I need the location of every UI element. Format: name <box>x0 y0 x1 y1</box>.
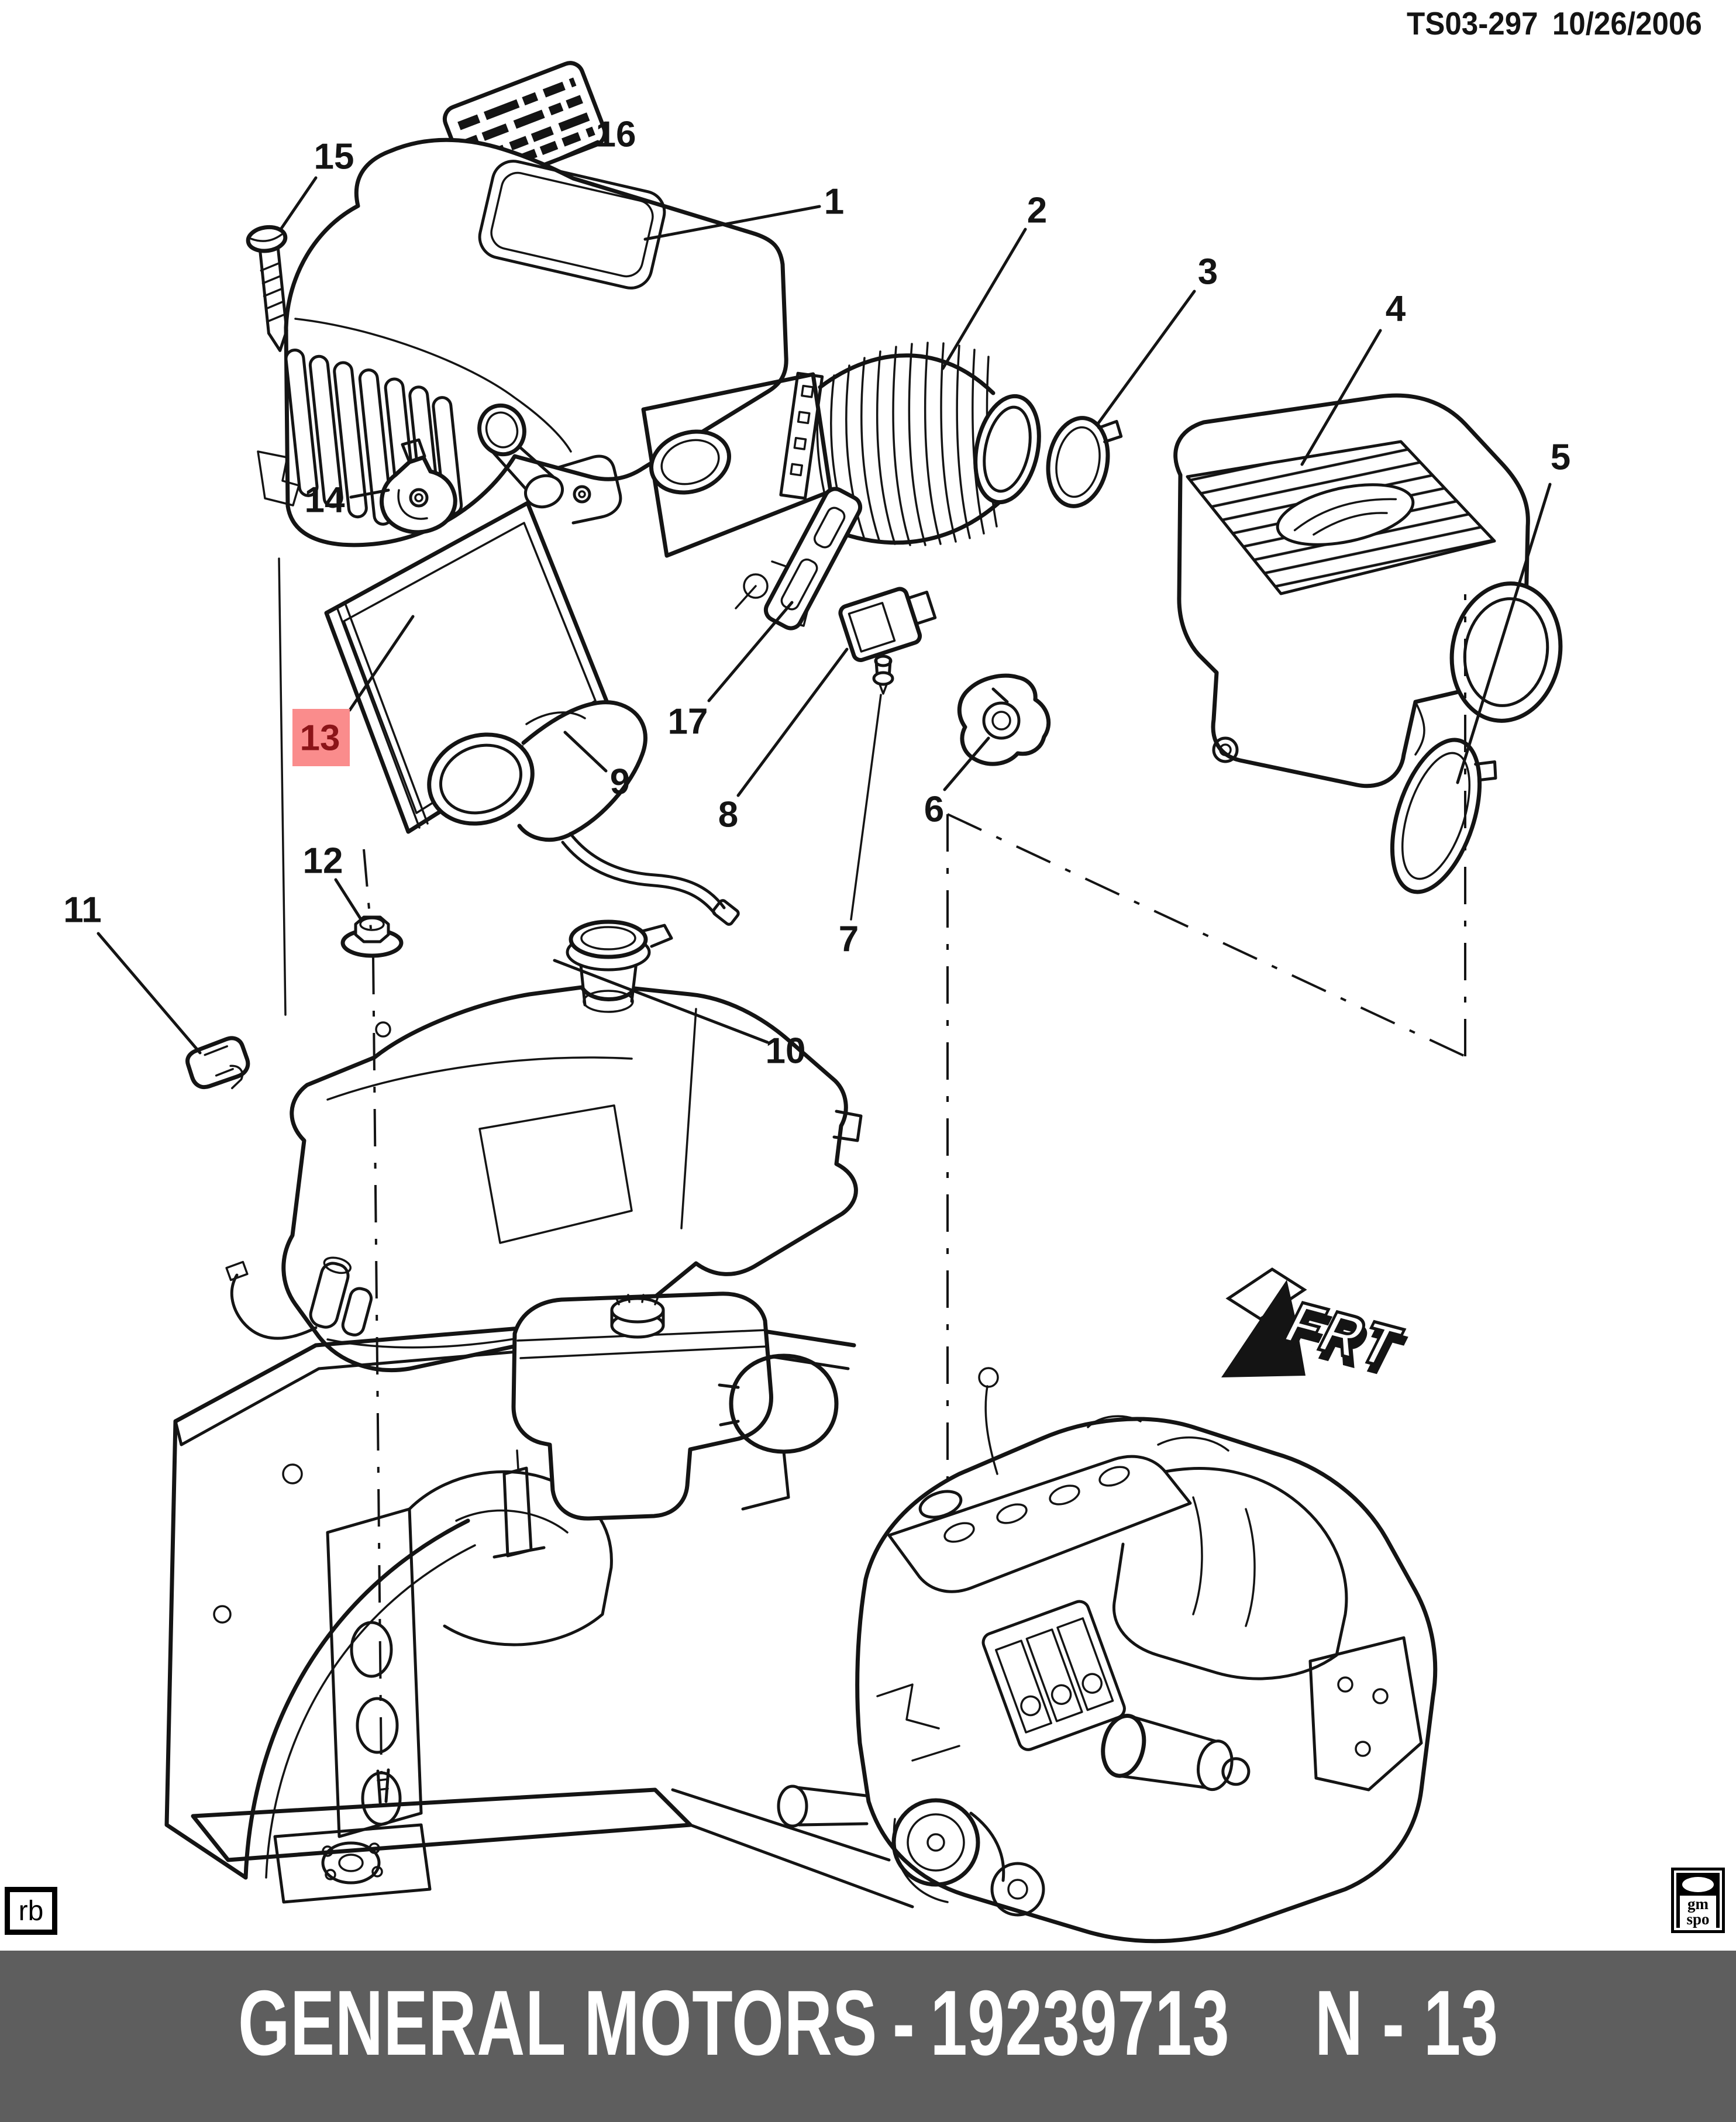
footer-bar: GENERAL MOTORS - 19239713 N - 13 <box>0 1951 1736 2122</box>
bracket-17-drawing <box>763 487 863 631</box>
callout-4: 4 <box>1386 289 1406 329</box>
engine-assembly-drawing <box>777 1367 1438 1944</box>
gm-logo-ellipse <box>1682 1877 1714 1892</box>
footer-separator: - <box>892 1972 915 2075</box>
highlight-box <box>292 709 350 766</box>
callout-5: 5 <box>1551 438 1570 478</box>
bracket-clamp-drawing <box>380 438 457 535</box>
frt-arrow <box>1221 1280 1306 1377</box>
flexible-duct-drawing <box>816 342 1041 546</box>
gm-logo-line2: spo <box>1686 1910 1710 1928</box>
footer-page-ref: N - 13 <box>1314 1972 1499 2075</box>
callout-7: 7 <box>839 919 859 960</box>
callout-12: 12 <box>303 841 343 881</box>
cover-outlet-snout <box>477 403 622 525</box>
coolant-tank-drawing <box>492 1291 839 1559</box>
intake-tube-drawing <box>427 700 740 926</box>
callout-6: 6 <box>924 790 944 830</box>
starter-motor <box>1101 1713 1251 1792</box>
grommet-drawing <box>957 673 1051 766</box>
gm-logo-line1: gm <box>1687 1895 1709 1913</box>
footer-part-number: 19239713 <box>930 1972 1229 2075</box>
author-initials-stamp: rb <box>5 1887 57 1935</box>
washer-reservoir-drawing <box>225 919 863 1372</box>
gm-spo-logo: gm spo <box>1671 1868 1725 1933</box>
author-initials: rb <box>18 1895 44 1927</box>
resonator-drawing <box>1173 393 1563 788</box>
callout-10: 10 <box>766 1031 806 1072</box>
phantom-projection-lines <box>946 594 1466 1575</box>
callout-14: 14 <box>305 480 345 521</box>
callout-11: 11 <box>63 890 102 931</box>
callout-13-highlighted: 13 <box>300 718 340 759</box>
document-date: 10/26/2006 <box>1552 5 1702 42</box>
footer-text: GENERAL MOTORS - 19239713 N - 13 <box>230 1971 1506 2076</box>
screw-drawing <box>246 225 288 352</box>
footer-brand: GENERAL MOTORS <box>237 1972 877 2075</box>
callout-3: 3 <box>1198 252 1218 292</box>
document-code: TS03-297 <box>1407 5 1538 42</box>
callout-9: 9 <box>610 762 630 802</box>
stud-7-drawing <box>872 654 894 695</box>
callout-17: 17 <box>668 702 708 742</box>
washer-pump <box>309 1256 373 1336</box>
callout-15: 15 <box>314 137 354 177</box>
callout-leader-lines <box>97 140 1552 1055</box>
callout-1: 1 <box>824 182 844 222</box>
document-reference: TS03-297 10/26/2006 <box>1393 5 1702 42</box>
callout-16: 16 <box>596 115 636 155</box>
frt-direction-indicator: FRT FRT <box>1221 1267 1417 1390</box>
clamp-3-drawing <box>1046 416 1123 508</box>
callout-8: 8 <box>718 795 738 835</box>
clip-drawing <box>185 1036 250 1090</box>
callout-2: 2 <box>1027 191 1047 231</box>
callout-numbers: 1 2 3 4 5 6 7 8 9 10 11 12 13 14 15 16 1… <box>63 115 1570 1072</box>
nut-drawing <box>340 915 404 958</box>
sensor-drawing <box>838 587 937 662</box>
